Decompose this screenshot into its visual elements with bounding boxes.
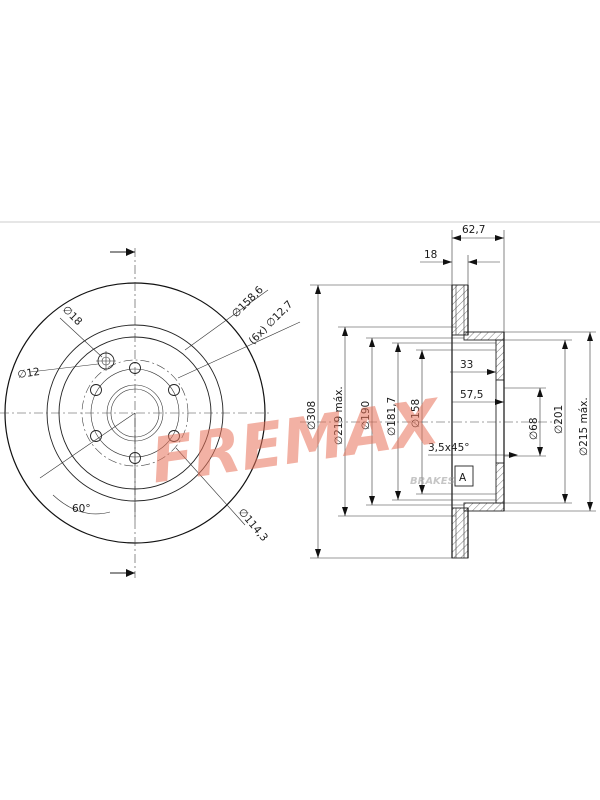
d219-label: ∅219 máx. [333,386,345,445]
holes-label: (6x) ∅12,7 [247,298,296,347]
thickness-label: 18 [424,249,437,261]
hat-bottom-section [463,502,505,512]
ring-bottom-section [451,507,469,559]
width-dimensions [420,230,518,458]
datum-label: A [459,472,467,484]
d308-label: ∅308 [306,401,318,430]
angle-label: 60° [72,503,91,515]
d181-label: ∅181,7 [386,397,398,436]
side-view-labels: 62,7 18 ∅308 ∅219 máx. ∅190 ∅181,7 ∅158 … [306,224,590,484]
width-total-label: 62,7 [462,224,485,236]
d-outer-label: ∅158,6 [230,284,266,320]
watermark-brand: FREMAX [146,384,446,497]
side-view [300,230,596,559]
d201-label: ∅201 [553,405,565,434]
d190-label: ∅190 [360,401,372,430]
depth57-label: 57,5 [460,389,483,401]
front-view [0,248,301,578]
ring-top-section [451,284,469,336]
chamfer-label: 3,5x45° [428,442,470,454]
hat-face-bottom [495,462,505,504]
d158-label: ∅158 [410,399,422,428]
d-hole-small-label: ∅12 [17,366,41,381]
bolt-holes [90,362,180,464]
datum-box [454,465,474,487]
d215-label: ∅215 máx. [578,397,590,456]
fremax-watermark: FREMAX BRAKES [146,384,454,497]
d68-label: ∅68 [528,417,540,440]
d-hole-18-label: ∅18 [60,304,84,328]
hat-top-section [463,331,505,341]
locating-hole [96,351,116,371]
watermark-sub: BRAKES [410,476,455,487]
depth33-label: 33 [460,359,473,371]
pcd-label: ∅114,3 [236,506,270,544]
arrowheads [315,285,593,558]
hat-face-top [495,339,505,381]
diameter-dimension-lines [310,284,596,559]
